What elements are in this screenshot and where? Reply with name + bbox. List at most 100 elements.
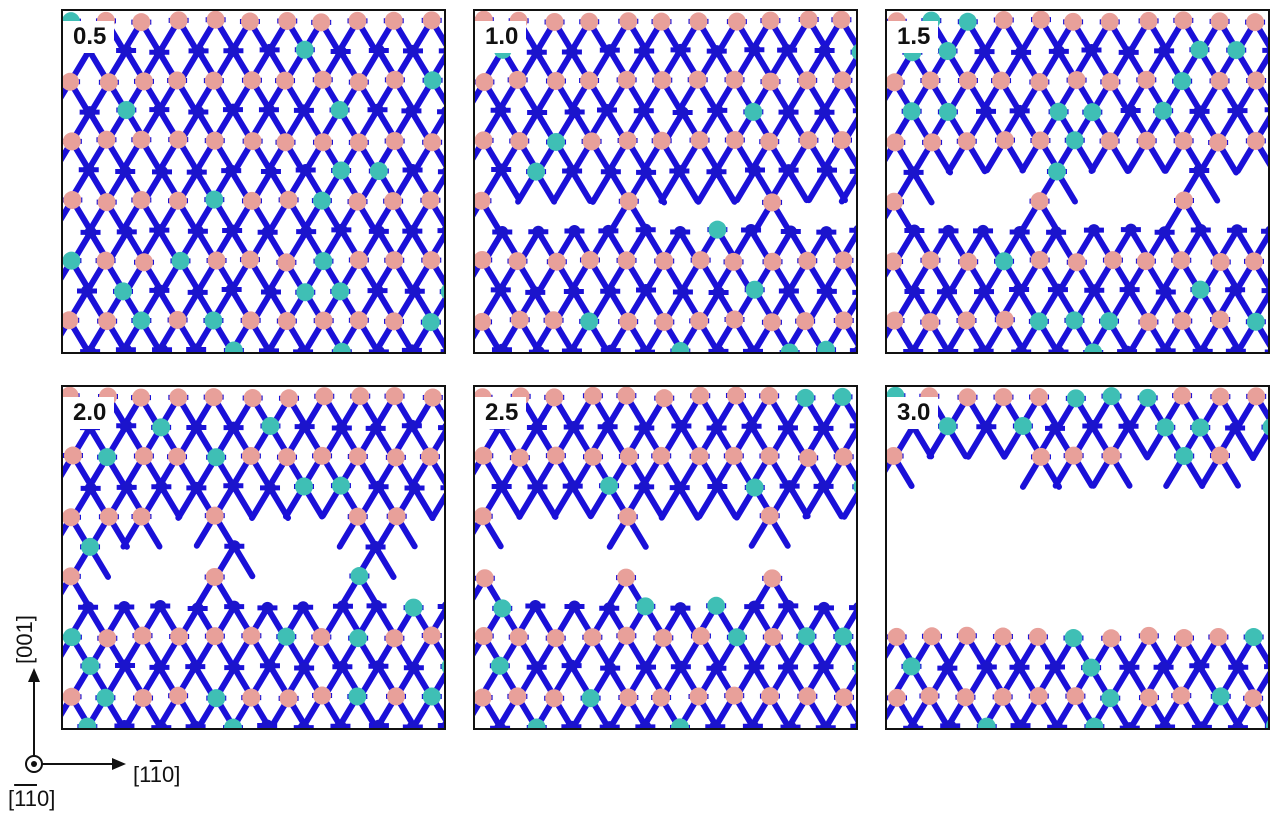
atom: [1102, 629, 1121, 648]
atom: [957, 132, 976, 151]
atom: [1102, 446, 1121, 465]
bond: [535, 349, 543, 352]
atom: [332, 161, 351, 180]
atom: [1015, 346, 1028, 352]
atom: [1246, 312, 1265, 331]
atom: [312, 13, 331, 32]
atom: [295, 40, 314, 59]
atom: [1231, 721, 1244, 728]
atom: [782, 284, 795, 297]
atom: [1052, 345, 1065, 352]
atom: [422, 687, 441, 706]
atom: [639, 720, 652, 728]
atom: [118, 720, 131, 728]
atom: [332, 342, 351, 352]
atom: [96, 251, 115, 270]
atom: [853, 421, 856, 431]
atom: [763, 569, 782, 588]
atom: [545, 12, 564, 31]
atom: [580, 312, 599, 331]
atom: [565, 720, 578, 728]
atom: [1247, 387, 1266, 406]
atom: [423, 71, 442, 90]
atom: [762, 313, 781, 332]
atom: [241, 446, 260, 465]
atom: [565, 659, 578, 672]
atom: [640, 166, 653, 179]
atom: [1173, 387, 1192, 405]
atom: [205, 627, 224, 646]
atom: [780, 343, 799, 352]
atom: [857, 105, 858, 117]
atom: [724, 446, 743, 465]
atom: [784, 721, 797, 728]
atom: [977, 224, 990, 237]
atom: [1086, 420, 1099, 433]
atom: [226, 103, 239, 116]
atom: [619, 447, 638, 466]
atom: [652, 131, 671, 150]
atom: [1266, 46, 1268, 55]
atom: [1136, 252, 1155, 271]
panel-label: 0.5: [63, 21, 115, 53]
atom: [707, 596, 726, 615]
atom: [710, 662, 723, 675]
out-of-plane-axis-label: [110]: [8, 786, 55, 812]
atom: [674, 225, 687, 238]
atom: [297, 721, 310, 728]
atom: [119, 659, 132, 672]
lattice-3: [63, 387, 444, 728]
atom: [408, 285, 421, 298]
atom: [1174, 629, 1193, 648]
atom: [169, 388, 188, 407]
atom: [957, 311, 976, 330]
atom: [385, 70, 404, 89]
atom: [510, 310, 529, 329]
atom: [1159, 286, 1172, 299]
atom: [372, 225, 385, 238]
atom: [1031, 447, 1050, 466]
atom: [580, 71, 599, 90]
atom: [1122, 420, 1135, 433]
atom: [1265, 226, 1268, 237]
atoms: [887, 387, 1268, 728]
atom: [1083, 103, 1102, 122]
atom: [278, 11, 297, 30]
atom: [119, 343, 132, 352]
bond: [838, 171, 856, 205]
atom: [725, 70, 744, 89]
atom: [1138, 388, 1157, 407]
atom: [1211, 310, 1230, 329]
atom: [155, 480, 168, 493]
atom: [404, 598, 423, 617]
atom: [1123, 661, 1136, 674]
atom: [406, 164, 419, 177]
atom: [527, 718, 546, 728]
atom: [547, 132, 566, 151]
atom: [941, 285, 954, 298]
atom: [331, 282, 350, 301]
atom: [691, 251, 710, 270]
panel-label: 1.5: [887, 21, 939, 53]
atom: [820, 164, 833, 177]
atom: [619, 192, 638, 211]
atom: [312, 628, 331, 647]
atom: [1265, 720, 1268, 728]
atom: [385, 131, 404, 150]
atom: [763, 627, 782, 646]
atom: [709, 720, 722, 728]
atom: [834, 251, 853, 270]
atom: [406, 720, 419, 728]
atom: [746, 720, 759, 728]
atom: [782, 599, 795, 612]
atom: [1154, 101, 1173, 120]
atom: [763, 193, 782, 212]
atom: [1172, 251, 1191, 270]
atom: [156, 165, 169, 178]
atom: [617, 70, 636, 89]
out-of-plane-symbol-dot: [31, 761, 37, 767]
bond: [822, 724, 829, 728]
atom: [369, 422, 382, 435]
atom: [944, 719, 957, 728]
atom: [242, 688, 261, 707]
